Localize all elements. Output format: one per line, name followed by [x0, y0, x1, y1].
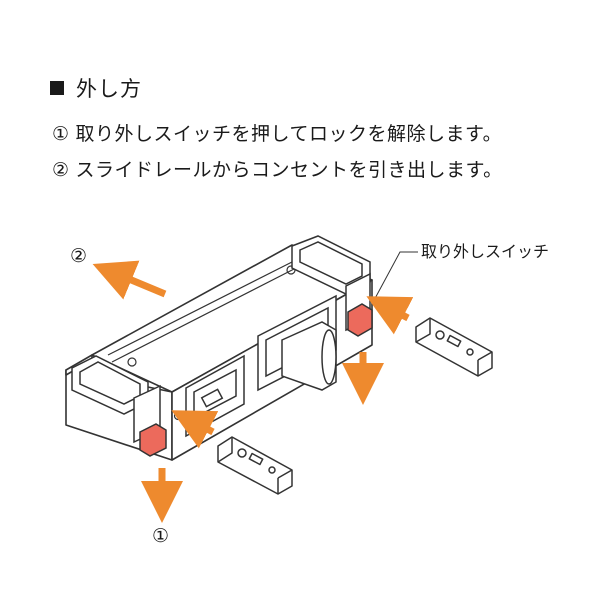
plug-pin [281, 321, 337, 391]
release-tool [415, 317, 493, 377]
step-number: ② [52, 159, 70, 181]
callout-leader [371, 251, 418, 305]
step-number: ① [52, 123, 70, 145]
release-tool [217, 436, 293, 495]
section-title: 外し方 [76, 77, 142, 101]
left-screw [173, 411, 183, 421]
section-heading: 外し方 [50, 73, 142, 103]
push-arrow-left [171, 410, 219, 449]
arrow-label-2: ② [70, 245, 87, 267]
step-text: 取り外しスイッチを押してロックを解除します。 [75, 123, 503, 145]
pull-out-arrow [92, 260, 167, 300]
top-plate-detail [107, 261, 297, 367]
direction-arrows [92, 260, 414, 523]
switch-callout-label: 取り外しスイッチ [421, 242, 549, 261]
arrow-label-1: ① [152, 525, 169, 547]
left-release-switch[interactable] [139, 423, 167, 457]
push-arrow-right [366, 296, 414, 335]
bullet-square-icon [50, 81, 64, 95]
step-text: スライドレールからコンセントを引き出します。 [75, 159, 503, 181]
